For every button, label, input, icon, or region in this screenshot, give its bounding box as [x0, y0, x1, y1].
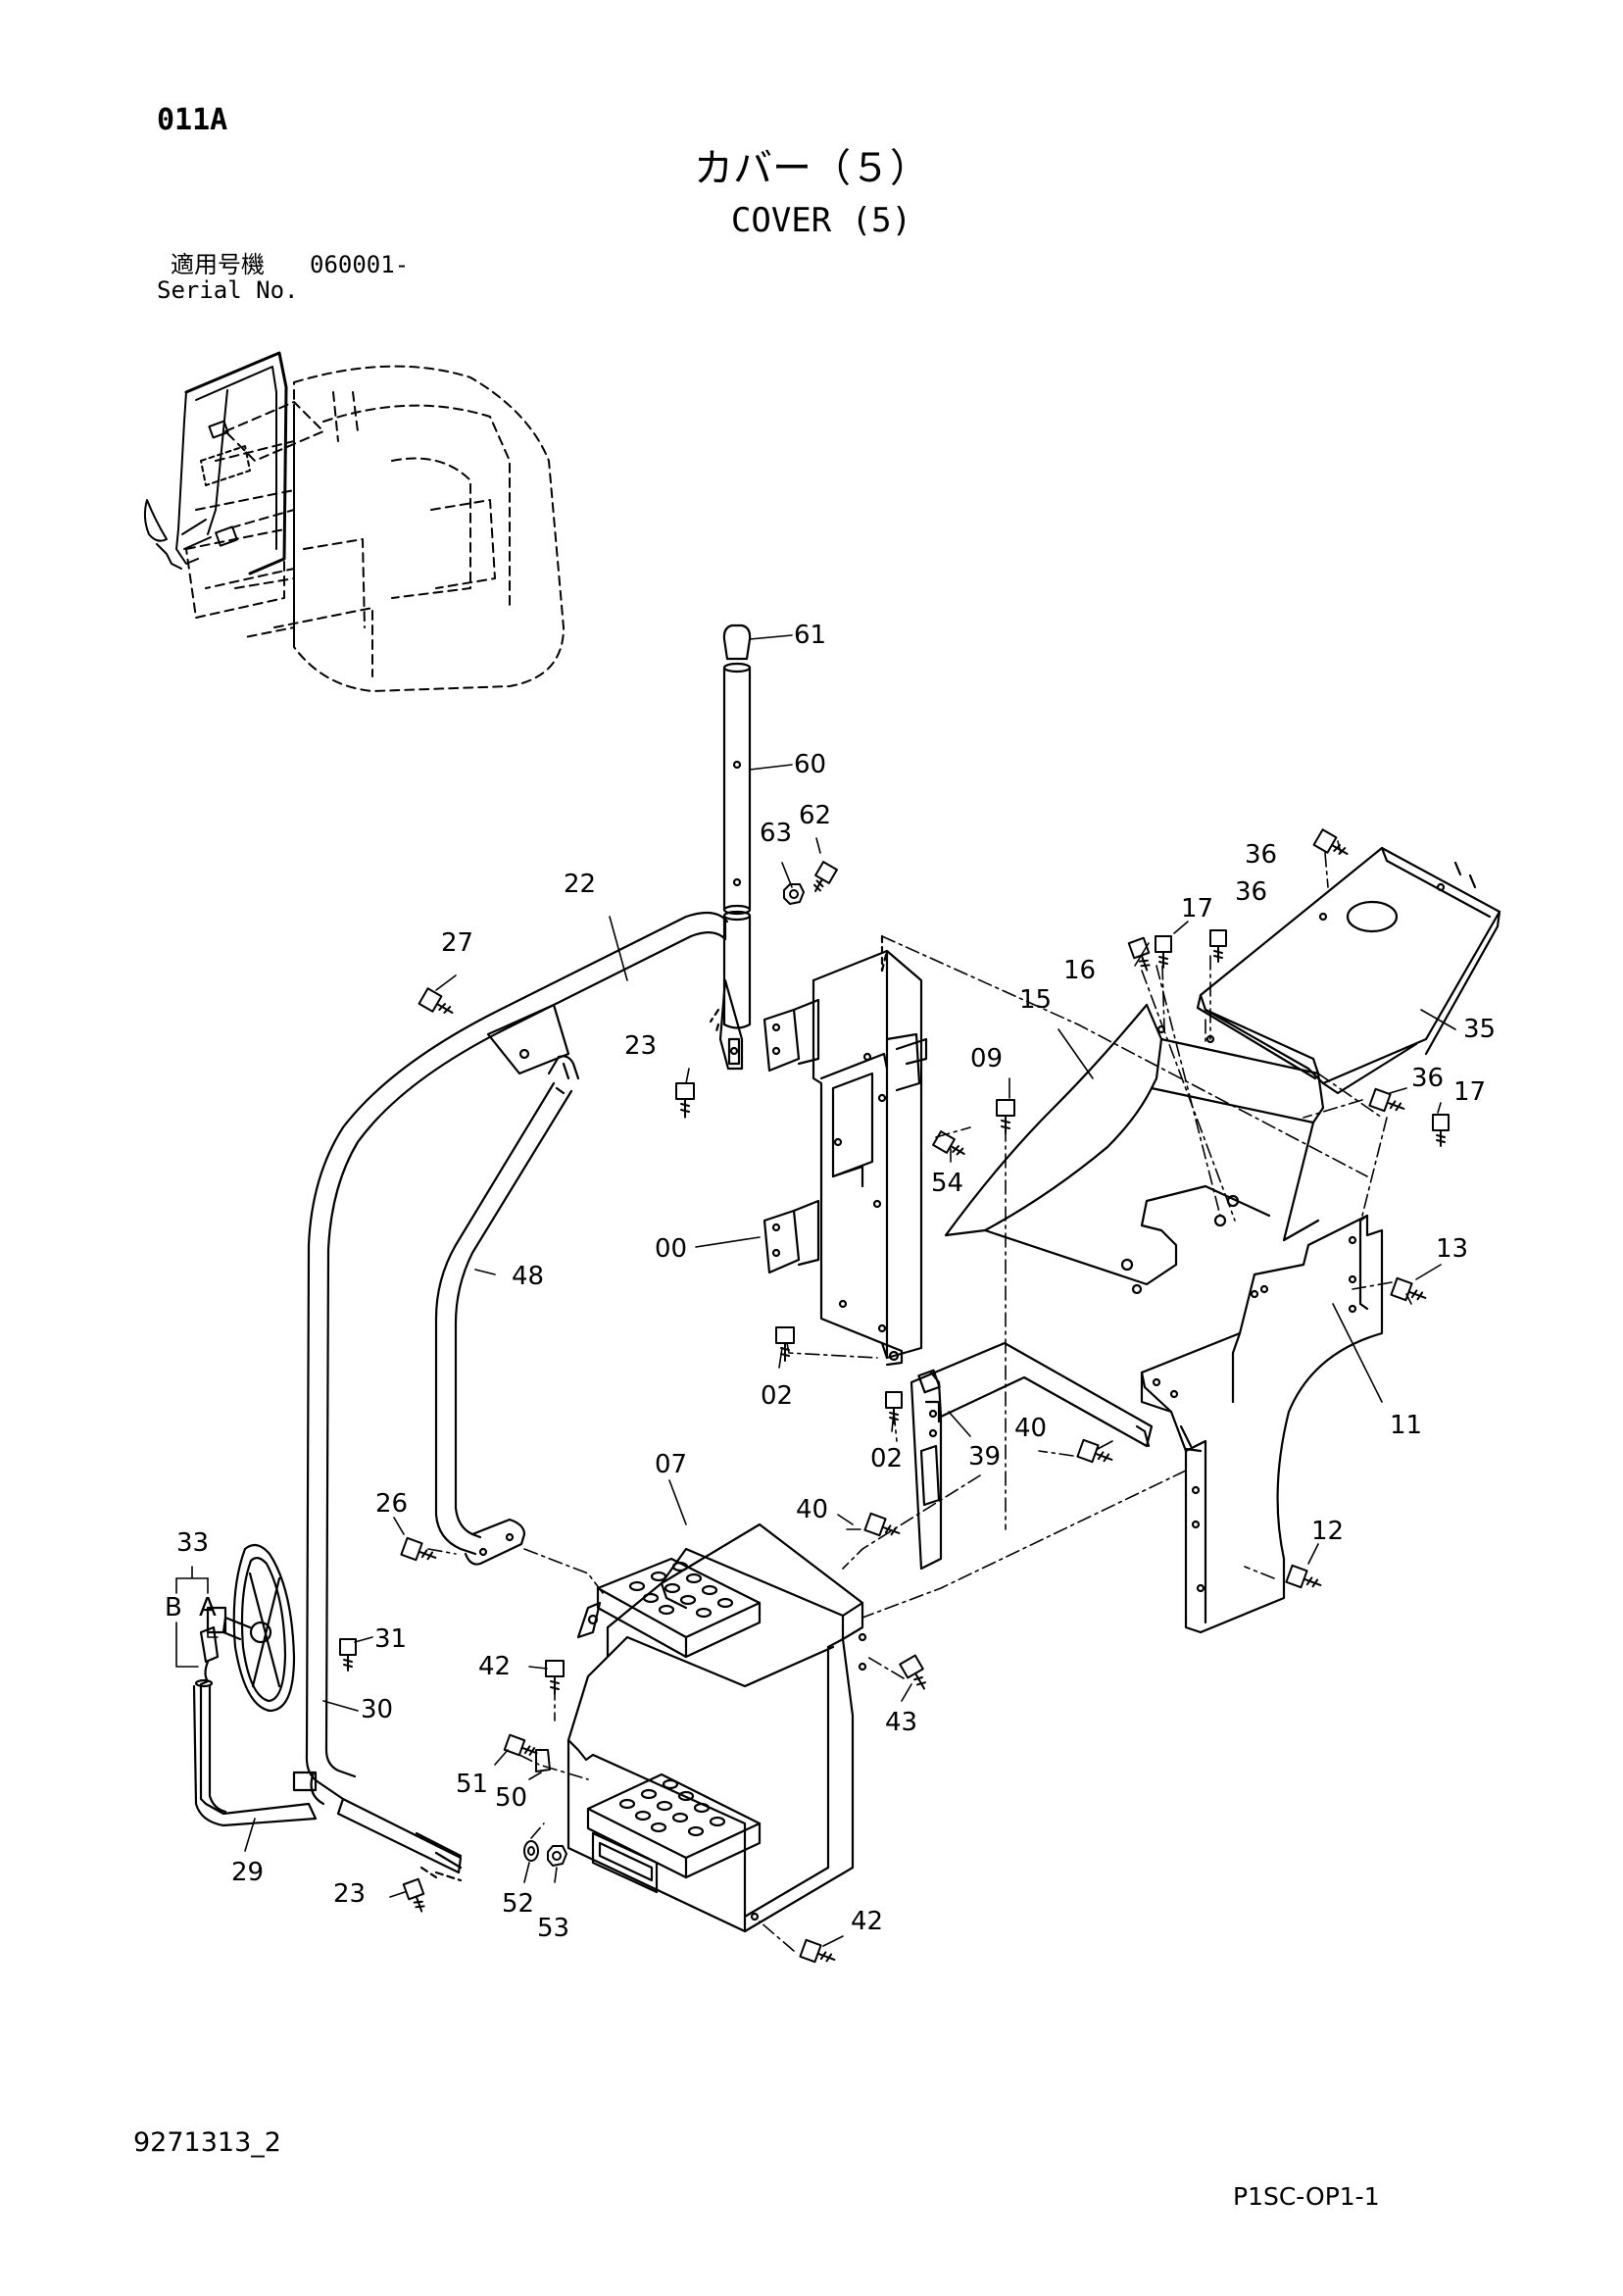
callout-35: 35	[1463, 1015, 1496, 1044]
part-11-panel	[1140, 1214, 1384, 1634]
callout-54: 54	[931, 1169, 963, 1198]
callout-30: 30	[361, 1695, 393, 1724]
callout-31: 31	[374, 1624, 407, 1654]
callout-63: 63	[760, 819, 792, 848]
serial-value: 060001-	[310, 251, 410, 278]
part-22-handrail	[292, 911, 729, 1882]
callout-09: 09	[970, 1044, 1003, 1073]
callout-53: 53	[537, 1914, 569, 1943]
callout-50: 50	[495, 1783, 527, 1813]
callout-26: 26	[375, 1489, 408, 1519]
part-60-post	[709, 624, 752, 1071]
serial-label-japanese: 適用号機	[171, 251, 265, 278]
part-35-plate	[1196, 846, 1501, 1095]
callout-51: 51	[456, 1770, 488, 1799]
callout-22: 22	[564, 870, 596, 899]
step-1-holes	[628, 1561, 734, 1619]
title-japanese: カバー（５）	[694, 146, 929, 191]
callout-36-mid: 36	[1235, 877, 1267, 907]
callout-40-right: 40	[1014, 1414, 1047, 1443]
page-id: 011A	[157, 103, 228, 137]
callout-23-top: 23	[624, 1031, 657, 1061]
overview-sketch	[143, 351, 565, 692]
leader-lines	[175, 634, 1456, 1947]
callout-42-top: 42	[478, 1652, 511, 1681]
callout-labels: 61 60 62 63 22 27 23 36 17 36 16 15 09 3…	[165, 621, 1496, 1943]
part-15-cover	[944, 1003, 1325, 1295]
callout-16: 16	[1063, 956, 1096, 985]
part-48-brace	[434, 1055, 580, 1566]
callout-60: 60	[794, 750, 826, 779]
callout-62: 62	[799, 801, 831, 830]
callout-23-bottom: 23	[333, 1879, 366, 1909]
sheet-code: P1SC-OP1-1	[1233, 2182, 1380, 2211]
callout-48: 48	[512, 1262, 544, 1291]
callout-11: 11	[1390, 1411, 1422, 1440]
callout-12: 12	[1311, 1517, 1344, 1546]
callout-39: 39	[968, 1442, 1001, 1472]
callout-02-right: 02	[870, 1444, 903, 1473]
callout-33: 33	[176, 1528, 209, 1558]
serial-label-english: Serial No.	[157, 276, 299, 304]
part-00-bracket	[762, 934, 928, 1367]
callout-13: 13	[1436, 1234, 1468, 1264]
callout-15: 15	[1019, 985, 1052, 1015]
part-07-step-box	[566, 1522, 867, 1933]
step-2-holes	[618, 1778, 726, 1837]
assembly-lines	[427, 852, 1412, 1952]
part-33-mirror	[192, 1543, 318, 1827]
callout-00: 00	[655, 1234, 687, 1264]
callout-02-left: 02	[761, 1381, 793, 1411]
callout-61: 61	[794, 621, 826, 650]
callout-36-top: 36	[1245, 840, 1277, 870]
callout-17-right: 17	[1453, 1077, 1486, 1107]
title-english: COVER (5)	[730, 201, 912, 240]
callout-52: 52	[502, 1889, 534, 1919]
callout-33-b: B	[165, 1593, 182, 1622]
callout-33-a: A	[199, 1593, 217, 1622]
part-39-frame	[910, 1341, 1154, 1571]
callout-07: 07	[655, 1450, 687, 1479]
callout-42-bottom: 42	[851, 1907, 883, 1936]
callout-27: 27	[441, 928, 473, 958]
drawing-number: 9271313_2	[133, 2127, 281, 2158]
callout-40-left: 40	[796, 1495, 828, 1524]
callout-43: 43	[885, 1708, 917, 1737]
callout-29: 29	[231, 1858, 264, 1887]
callout-36-right: 36	[1411, 1064, 1444, 1093]
fasteners	[339, 828, 1450, 1964]
callout-17-top: 17	[1181, 894, 1213, 923]
